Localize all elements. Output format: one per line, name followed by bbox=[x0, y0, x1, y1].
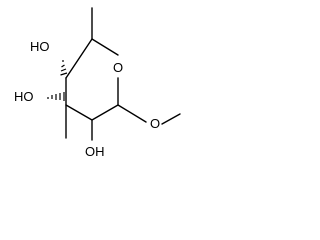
bond-c5-o bbox=[91, 38, 119, 56]
hydroxyl-c2-label: OH bbox=[85, 144, 105, 159]
hydroxyl-c4-label: HO bbox=[30, 39, 50, 54]
bond-c4-c5 bbox=[65, 38, 93, 79]
hashed-bonds bbox=[47, 60, 68, 101]
hashed-bond-c3-oh bbox=[47, 92, 65, 101]
substituent-bonds bbox=[65, 7, 181, 141]
hashed-bond-c4-oh bbox=[60, 60, 68, 76]
molecule-canvas: O HO HO OH O bbox=[0, 0, 198, 171]
ring-bonds bbox=[65, 38, 119, 121]
hydroxyl-c3-label: HO bbox=[14, 89, 34, 104]
molecule-structure: O HO HO OH O bbox=[14, 7, 181, 159]
methoxy-oxygen-label: O bbox=[150, 116, 160, 131]
bond-ome-methyl bbox=[161, 113, 181, 125]
bond-c1-c2 bbox=[91, 104, 119, 121]
ring-oxygen-label: O bbox=[113, 60, 123, 75]
bond-c2-c3 bbox=[65, 104, 93, 121]
bond-c1-ome bbox=[117, 104, 147, 123]
